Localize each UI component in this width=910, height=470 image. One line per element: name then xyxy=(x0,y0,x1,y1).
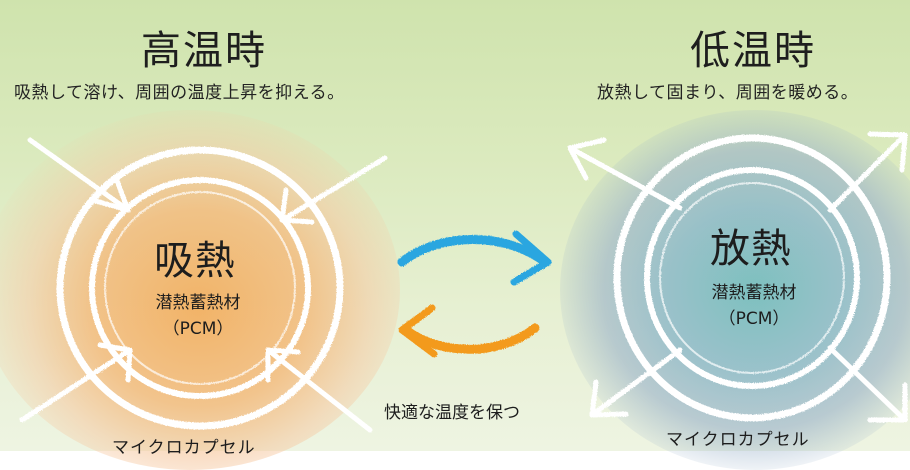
cycle-arrow-left-head xyxy=(398,304,438,358)
arrow-in-top-right xyxy=(279,155,388,223)
arrow-out-top-left xyxy=(567,145,683,211)
hot-material-block: 潜熱蓄熱材 （PCM） xyxy=(138,290,258,343)
hot-pcm-glow xyxy=(0,110,400,470)
cold-capsule-rings xyxy=(613,134,891,422)
cycle-arrow-left xyxy=(401,323,540,354)
arrow-in-bottom-right xyxy=(265,347,373,433)
hot-capsule-rings xyxy=(56,146,344,430)
hot-core-label: 吸熱 xyxy=(154,238,236,284)
arrow-out-bottom-left xyxy=(589,347,683,418)
cold-material-label: 潜熱蓄熱材 xyxy=(711,283,797,303)
chalk-illustration xyxy=(19,131,908,433)
arrow-out-top-right xyxy=(827,132,908,213)
cold-core-label: 放熱 xyxy=(710,226,792,272)
hot-subtitle: 吸熱して溶け、周囲の温度上昇を抑える。 xyxy=(14,83,345,103)
cold-subtitle: 放熱して固まり、周囲を暖める。 xyxy=(597,83,859,103)
cold-material-block: 潜熱蓄熱材 （PCM） xyxy=(694,280,814,333)
cold-outward-arrows xyxy=(567,131,908,423)
hot-abbr-label: （PCM） xyxy=(162,319,234,340)
cold-abbr-label: （PCM） xyxy=(718,309,790,330)
hot-material-label: 潜熱蓄熱材 xyxy=(155,293,241,313)
cold-title: 低温時 xyxy=(690,28,816,74)
arrow-in-top-left xyxy=(27,137,131,213)
cold-capsule-label: マイクロカプセル xyxy=(666,430,810,450)
cycle-arrow-right xyxy=(397,235,550,267)
arrow-out-bottom-right xyxy=(827,345,908,423)
arrow-in-bottom-left xyxy=(19,347,133,423)
center-caption: 快適な温度を保つ xyxy=(384,403,520,423)
hot-capsule-label: マイクロカプセル xyxy=(112,438,256,458)
cycle-arrow-right-head xyxy=(510,230,552,286)
hot-title: 高温時 xyxy=(141,28,267,74)
hot-inward-arrows xyxy=(19,137,388,433)
